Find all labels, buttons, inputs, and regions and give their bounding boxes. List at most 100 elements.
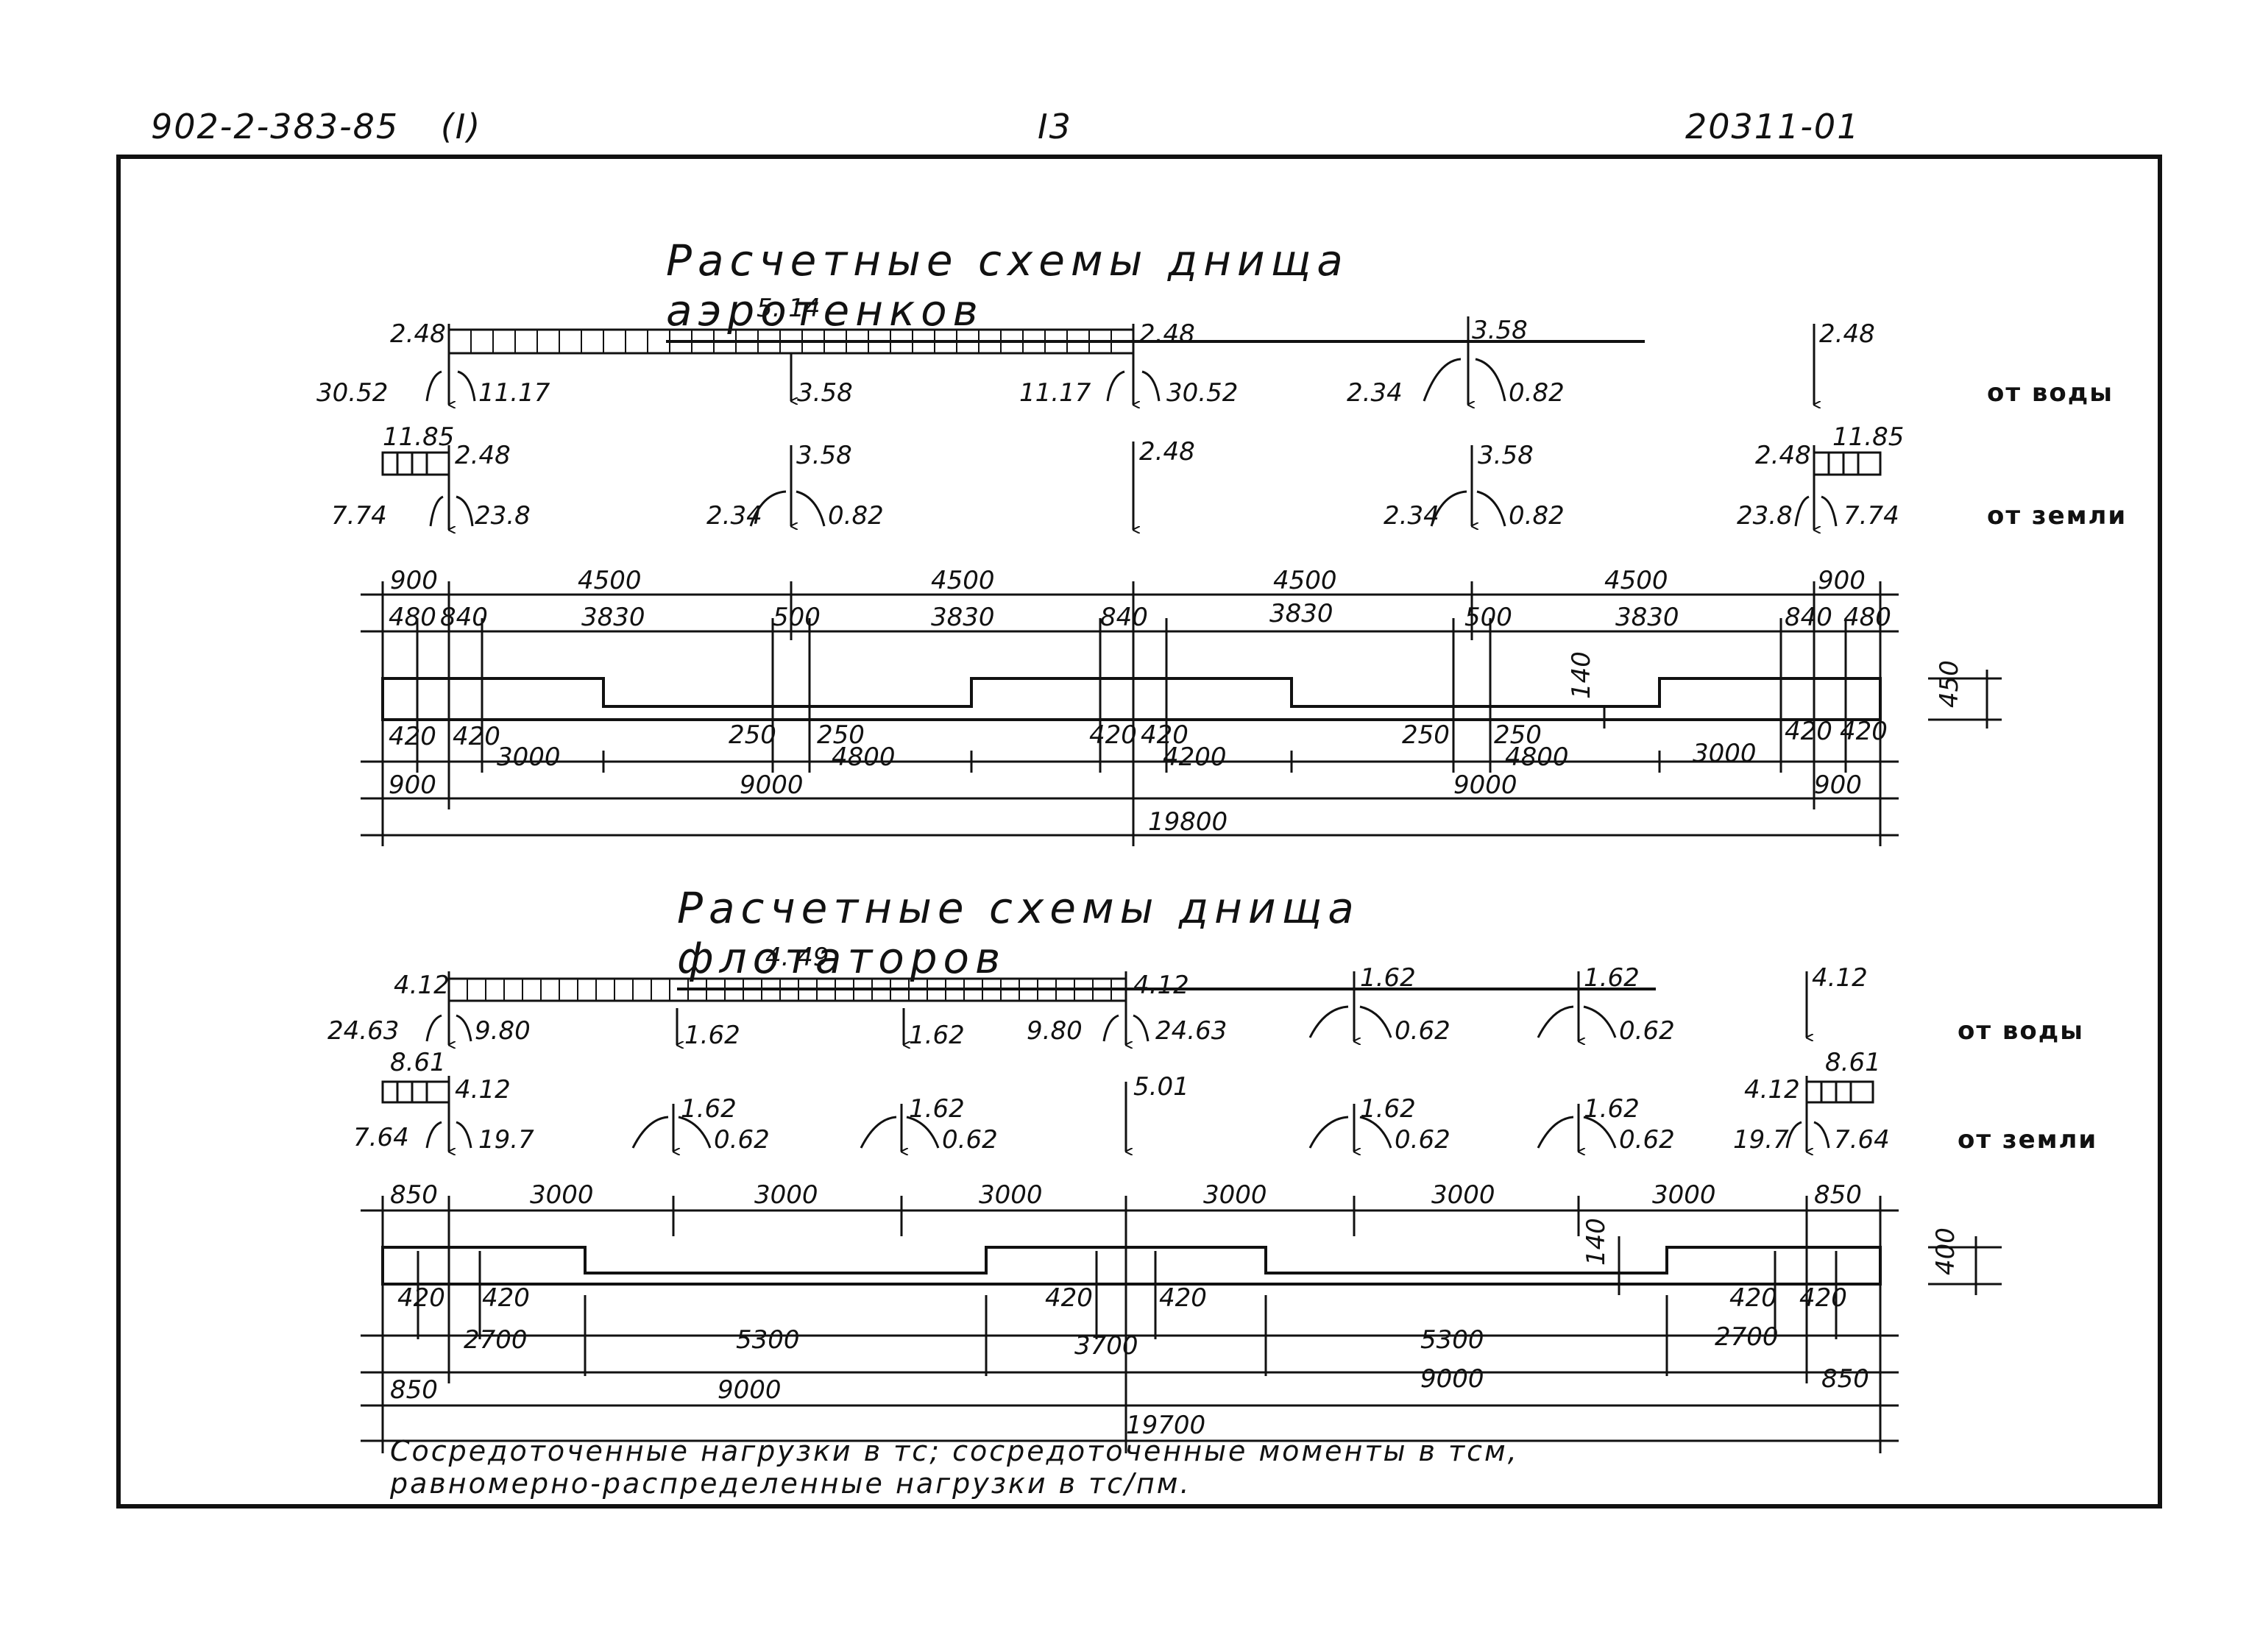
flot-dim4-9000-l: 9000 [718, 1375, 782, 1405]
aero-w-moment-right-out-value: 30.52 [1166, 378, 1238, 408]
aero-s-w-right-value: 11.85 [1832, 422, 1904, 452]
drawing-frame [116, 155, 2162, 1509]
flot-dim-3000-a: 3000 [530, 1180, 594, 1210]
aero-dim-900-left: 900 [390, 566, 438, 595]
flot-dim-3000-e: 3000 [1431, 1180, 1495, 1210]
units-note-line1: Сосредоточенные нагрузки в тс; сосредото… [390, 1435, 1519, 1467]
aero-s-right-value: 2.48 [1755, 441, 1811, 470]
flot-w-left-value: 4.12 [394, 971, 450, 1000]
aero-dim3-4800-r: 4800 [1505, 742, 1569, 772]
flot-dim3-2700-l: 2700 [464, 1325, 528, 1355]
flot-dim-850-l: 850 [390, 1180, 438, 1210]
flot-udl-value: 4. 49 [765, 943, 829, 972]
flot-s-m-left-in-value: 19.7 [478, 1125, 534, 1155]
aero-w-moment3-right-value: 0.82 [1509, 378, 1565, 408]
flot-dim-3000-b: 3000 [754, 1180, 818, 1210]
flot-w-p6-value: 1.62 [1584, 963, 1640, 993]
aero-dim3-250-b: 250 [817, 720, 865, 750]
units-note-line2: равномерно-распределенные нагрузки в тс/… [390, 1467, 1191, 1500]
aero-dim4-900-r: 900 [1814, 770, 1862, 800]
flot-w-m-right-in-value: 9.80 [1027, 1016, 1083, 1046]
aero-water-labels: 5. 14 2.48 2.48 30.52 11.17 3.58 11.17 3… [316, 294, 2114, 408]
aero-dim3-420-f: 420 [1840, 717, 1888, 746]
aero-dim2-840-m: 840 [1100, 603, 1148, 632]
flot-dim3-420-d: 420 [1159, 1283, 1207, 1313]
aero-s-m4-right-value: 0.82 [1509, 501, 1565, 531]
flot-w-m-right-out-value: 24.63 [1155, 1016, 1227, 1046]
aero-dim-4500-c: 4500 [1273, 566, 1337, 595]
flot-w-pb-value: 1.62 [909, 1021, 965, 1050]
aero-dim4-9000-r: 9000 [1453, 770, 1517, 800]
aero-w-moment-left-out [425, 370, 442, 402]
aero-w-moment3-left [1423, 358, 1462, 402]
aero-s-m2-right-value: 0.82 [828, 501, 884, 531]
aero-dim2-3830-a: 3830 [581, 603, 645, 632]
flot-s-m-left-out-value: 7.64 [353, 1123, 409, 1152]
aero-dim3-420-c: 420 [1089, 720, 1137, 750]
aero-w-p4-value: 2.48 [1819, 319, 1875, 349]
flot-s-m3-value: 0.62 [942, 1125, 998, 1155]
flot-s-p6-value: 1.62 [1584, 1094, 1640, 1124]
aero-dim3-250-c: 250 [1402, 720, 1450, 750]
flot-s-p3-value: 1.62 [909, 1094, 965, 1124]
aero-dim3-4800-l: 4800 [832, 742, 896, 772]
aero-dim4-9000-l: 9000 [740, 770, 804, 800]
aero-udl-hatch [470, 330, 1112, 353]
aero-dim3-3000-r: 3000 [1693, 739, 1757, 768]
aero-title: Расчетные схемы днища аэротенков [666, 235, 1645, 343]
aero-dim4-900-l: 900 [389, 770, 436, 800]
flot-dim4-850-r: 850 [1821, 1364, 1869, 1394]
flot-dim-3000-c: 3000 [979, 1180, 1043, 1210]
aero-water-label: от воды [1987, 378, 2114, 408]
aero-dim3-420-a: 420 [389, 722, 436, 751]
sheet-code: 20311-01 [1685, 107, 1860, 146]
flot-s-w-right-value: 8.61 [1825, 1048, 1881, 1077]
flot-w-m-left-out-value: 24.63 [327, 1016, 399, 1046]
aero-dim2-480-l: 480 [389, 603, 436, 632]
aero-w-moment-right-in-value: 11.17 [1019, 378, 1091, 408]
flot-w-m-left-in-value: 9.80 [475, 1016, 531, 1046]
aero-dim3-420-e: 420 [1785, 717, 1832, 746]
aero-soil-loads [381, 442, 1882, 530]
aero-soil-label: от земли [1987, 501, 2127, 531]
flot-w-m6-value: 0.62 [1619, 1016, 1675, 1046]
aero-s-left-value: 2.48 [455, 441, 511, 470]
flot-dim-total: 19700 [1126, 1411, 1205, 1440]
aero-s-m-right-out-value: 7.74 [1843, 501, 1899, 531]
aero-s-p3-value: 2.48 [1139, 437, 1195, 467]
flot-s-right-value: 4.12 [1744, 1075, 1800, 1105]
flot-dim3-420-a: 420 [397, 1283, 445, 1313]
flot-dim3-2700-r: 2700 [1715, 1322, 1779, 1352]
aero-dim3-3000-l: 3000 [497, 742, 561, 772]
aero-slab [361, 581, 2002, 846]
aero-dim-4500-b: 4500 [931, 566, 995, 595]
flot-dim4-9000-r: 9000 [1420, 1364, 1484, 1394]
flot-water-labels: 4. 49 4.12 4.12 24.63 9.80 1.62 1.62 9.8… [327, 943, 2084, 1050]
aero-w-moment-left-in [457, 370, 476, 402]
flot-soil-labels: 8.61 4.12 7.64 19.7 1.62 0.62 1.62 0.62 … [353, 1048, 2097, 1155]
aero-s-m2-left-value: 2.34 [706, 501, 762, 531]
flot-water-loads [425, 971, 1807, 1045]
flot-s-p4-value: 5.01 [1133, 1072, 1189, 1102]
flot-dim3-420-b: 420 [482, 1283, 530, 1313]
flot-soil-loads [381, 1076, 1874, 1152]
flot-dim-3000-f: 3000 [1652, 1180, 1716, 1210]
flot-w-right-value: 4.12 [1133, 971, 1189, 1000]
aero-dim2-840-l: 840 [440, 603, 488, 632]
aero-s-m-left-out-value: 7.74 [331, 501, 387, 531]
flot-soil-label: от земли [1958, 1125, 2097, 1155]
flot-water-label: от воды [1958, 1016, 2084, 1046]
flot-dim3-420-e: 420 [1729, 1283, 1777, 1313]
flot-s-m-right-out-value: 7.64 [1834, 1125, 1890, 1155]
aero-dim3-420-b: 420 [453, 722, 500, 751]
aero-dim2-840-r: 840 [1785, 603, 1832, 632]
aero-dim2-3830-d: 3830 [1615, 603, 1679, 632]
aero-s-m4-left-value: 2.34 [1384, 501, 1439, 531]
flot-w-p5-value: 1.62 [1360, 963, 1416, 993]
aero-dim2-3830-c: 3830 [1269, 599, 1333, 628]
flot-w-m5-value: 0.62 [1395, 1016, 1450, 1046]
flot-dim3-420-f: 420 [1799, 1283, 1847, 1313]
aero-dim-4500-a: 4500 [578, 566, 642, 595]
aero-w-moment-right-out [1141, 370, 1161, 402]
aero-w-right-value: 2.48 [1139, 319, 1195, 349]
